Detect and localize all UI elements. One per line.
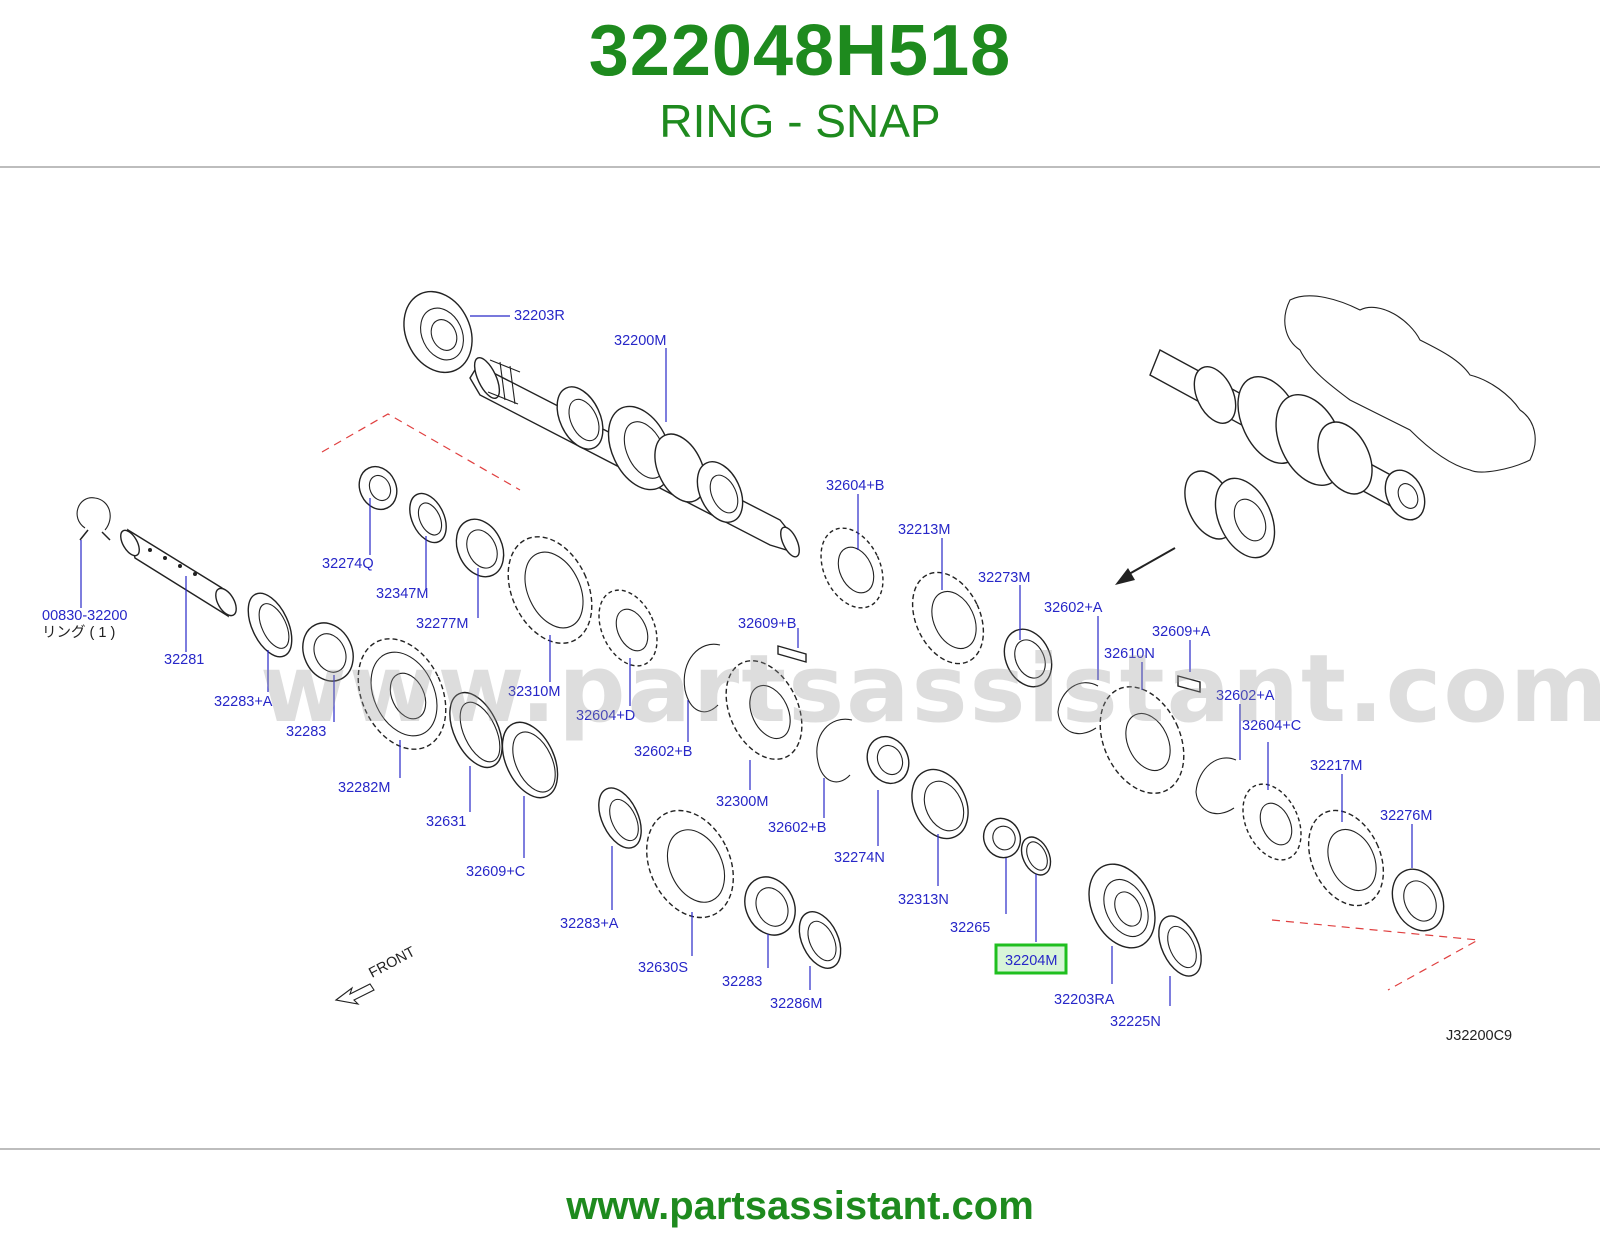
callout-32225n[interactable]: 32225N [1110,1014,1161,1030]
callout-32610n[interactable]: 32610N [1104,646,1155,662]
callout-32602b-1[interactable]: 32602+B [634,744,692,760]
callout-00830-subtext: リング ( 1 ) [42,624,115,641]
bearing-32203r [403,290,473,374]
callout-32276m[interactable]: 32276M [1380,808,1432,824]
page-header: 322048H518 RING - SNAP [0,0,1600,168]
callout-32604c[interactable]: 32604+C [1242,718,1301,734]
part-name-subtitle: RING - SNAP [659,95,941,147]
bushing-32274n [866,735,910,785]
ring-32609c [501,721,559,799]
callout-32602b-2[interactable]: 32602+B [768,820,826,836]
snap-ring-32602b-1 [683,643,721,713]
bushing-32265 [982,817,1022,859]
needle-bearing-32276m [1391,868,1445,932]
exploded-parts-diagram: FRONT [0,170,1600,1170]
snap-ring-32204m [1020,836,1052,876]
callout-32273m[interactable]: 32273M [978,570,1030,586]
gear-32282m [357,638,447,750]
hub-32604c [1242,783,1302,861]
diagram-code: J32200C9 [1446,1028,1512,1044]
diagram-canvas: FRONT [42,290,1536,1044]
callout-32274n[interactable]: 32274N [834,850,885,866]
seal-32283a-left [247,592,293,658]
callout-32604d[interactable]: 32604+D [576,708,635,724]
main-shaft-32200m [469,357,800,558]
callout-32602a-2[interactable]: 32602+A [1216,688,1275,704]
needle-bearing-32283-left [302,622,354,682]
hub-32604d [598,589,658,667]
washer-32286m [798,911,842,969]
seal-32283a-lower [598,787,642,849]
callout-32300m[interactable]: 32300M [716,794,768,810]
gear-32213m [911,571,985,665]
callout-32277m[interactable]: 32277M [416,616,468,632]
key-32609a [1177,675,1201,693]
callout-32203ra[interactable]: 32203RA [1054,992,1115,1008]
part-number-title: 322048H518 [588,11,1012,91]
hub-32604b [820,527,884,609]
washer-32225n [1158,915,1202,977]
gear-32217m [1307,809,1385,907]
callout-32217m[interactable]: 32217M [1310,758,1362,774]
callout-32283-2[interactable]: 32283 [722,974,762,990]
gear-32310m [507,536,593,644]
callout-32313n[interactable]: 32313N [898,892,949,908]
callout-32310m[interactable]: 32310M [508,684,560,700]
needle-bearing-32277m [455,518,505,578]
snap-ring-32602b-2 [816,718,853,783]
callout-32265[interactable]: 32265 [950,920,990,936]
front-label: FRONT [366,944,418,982]
needle-bearing-32283-lower [744,876,796,936]
callout-32602a-1[interactable]: 32602+A [1044,600,1103,616]
snap-ring-32602a-1 [1057,682,1099,735]
callout-32604b[interactable]: 32604+B [826,478,884,494]
footer-divider [0,1148,1600,1150]
front-arrow: FRONT [334,944,418,1005]
washer-32347m [409,492,447,544]
callout-32283a-1[interactable]: 32283+A [214,694,273,710]
callout-32286m[interactable]: 32286M [770,996,822,1012]
callout-32609c[interactable]: 32609+C [466,864,525,880]
callout-32204m[interactable]: 32204M [1005,953,1057,969]
callout-32630s[interactable]: 32630S [638,960,688,976]
assembly-direction-arrow [1115,547,1176,585]
shaft-gear-3 [654,433,706,503]
footer-website-link[interactable]: www.partsassistant.com [566,1184,1034,1228]
needle-bearing-32273m [1003,628,1053,688]
callout-32609b[interactable]: 32609+B [738,616,796,632]
snap-ring-32602a-2 [1195,757,1237,815]
callout-32203r[interactable]: 32203R [514,308,565,324]
callout-00830-32200[interactable]: 00830-32200 [42,608,127,624]
bearing-32203ra [1088,863,1156,949]
ring-32631 [449,691,503,769]
bushing-32274q [358,465,398,511]
callout-32200m[interactable]: 32200M [614,333,666,349]
shaft-gear-1 [556,386,604,450]
shaft-32281 [120,528,237,618]
gear-32630s [646,809,734,919]
assembled-transmission-view [1149,295,1536,559]
gear-32610n [1099,686,1185,794]
callout-32274q[interactable]: 32274Q [322,556,374,572]
callout-32631[interactable]: 32631 [426,814,466,830]
callout-32282m[interactable]: 32282M [338,780,390,796]
callout-32609a[interactable]: 32609+A [1152,624,1211,640]
gear-32300m [725,660,803,760]
highlight-box-32204m [994,943,1068,975]
callout-32213m[interactable]: 32213M [898,522,950,538]
sleeve-32313n [911,768,969,840]
callout-32283a-2[interactable]: 32283+A [560,916,619,932]
callout-32347m[interactable]: 32347M [376,586,428,602]
shaft-gear-4 [696,461,744,523]
header-divider [0,166,1600,168]
callout-32283-1[interactable]: 32283 [286,724,326,740]
callout-32281[interactable]: 32281 [164,652,204,668]
key-32609b [777,645,807,663]
snap-ring-00830 [76,497,111,541]
